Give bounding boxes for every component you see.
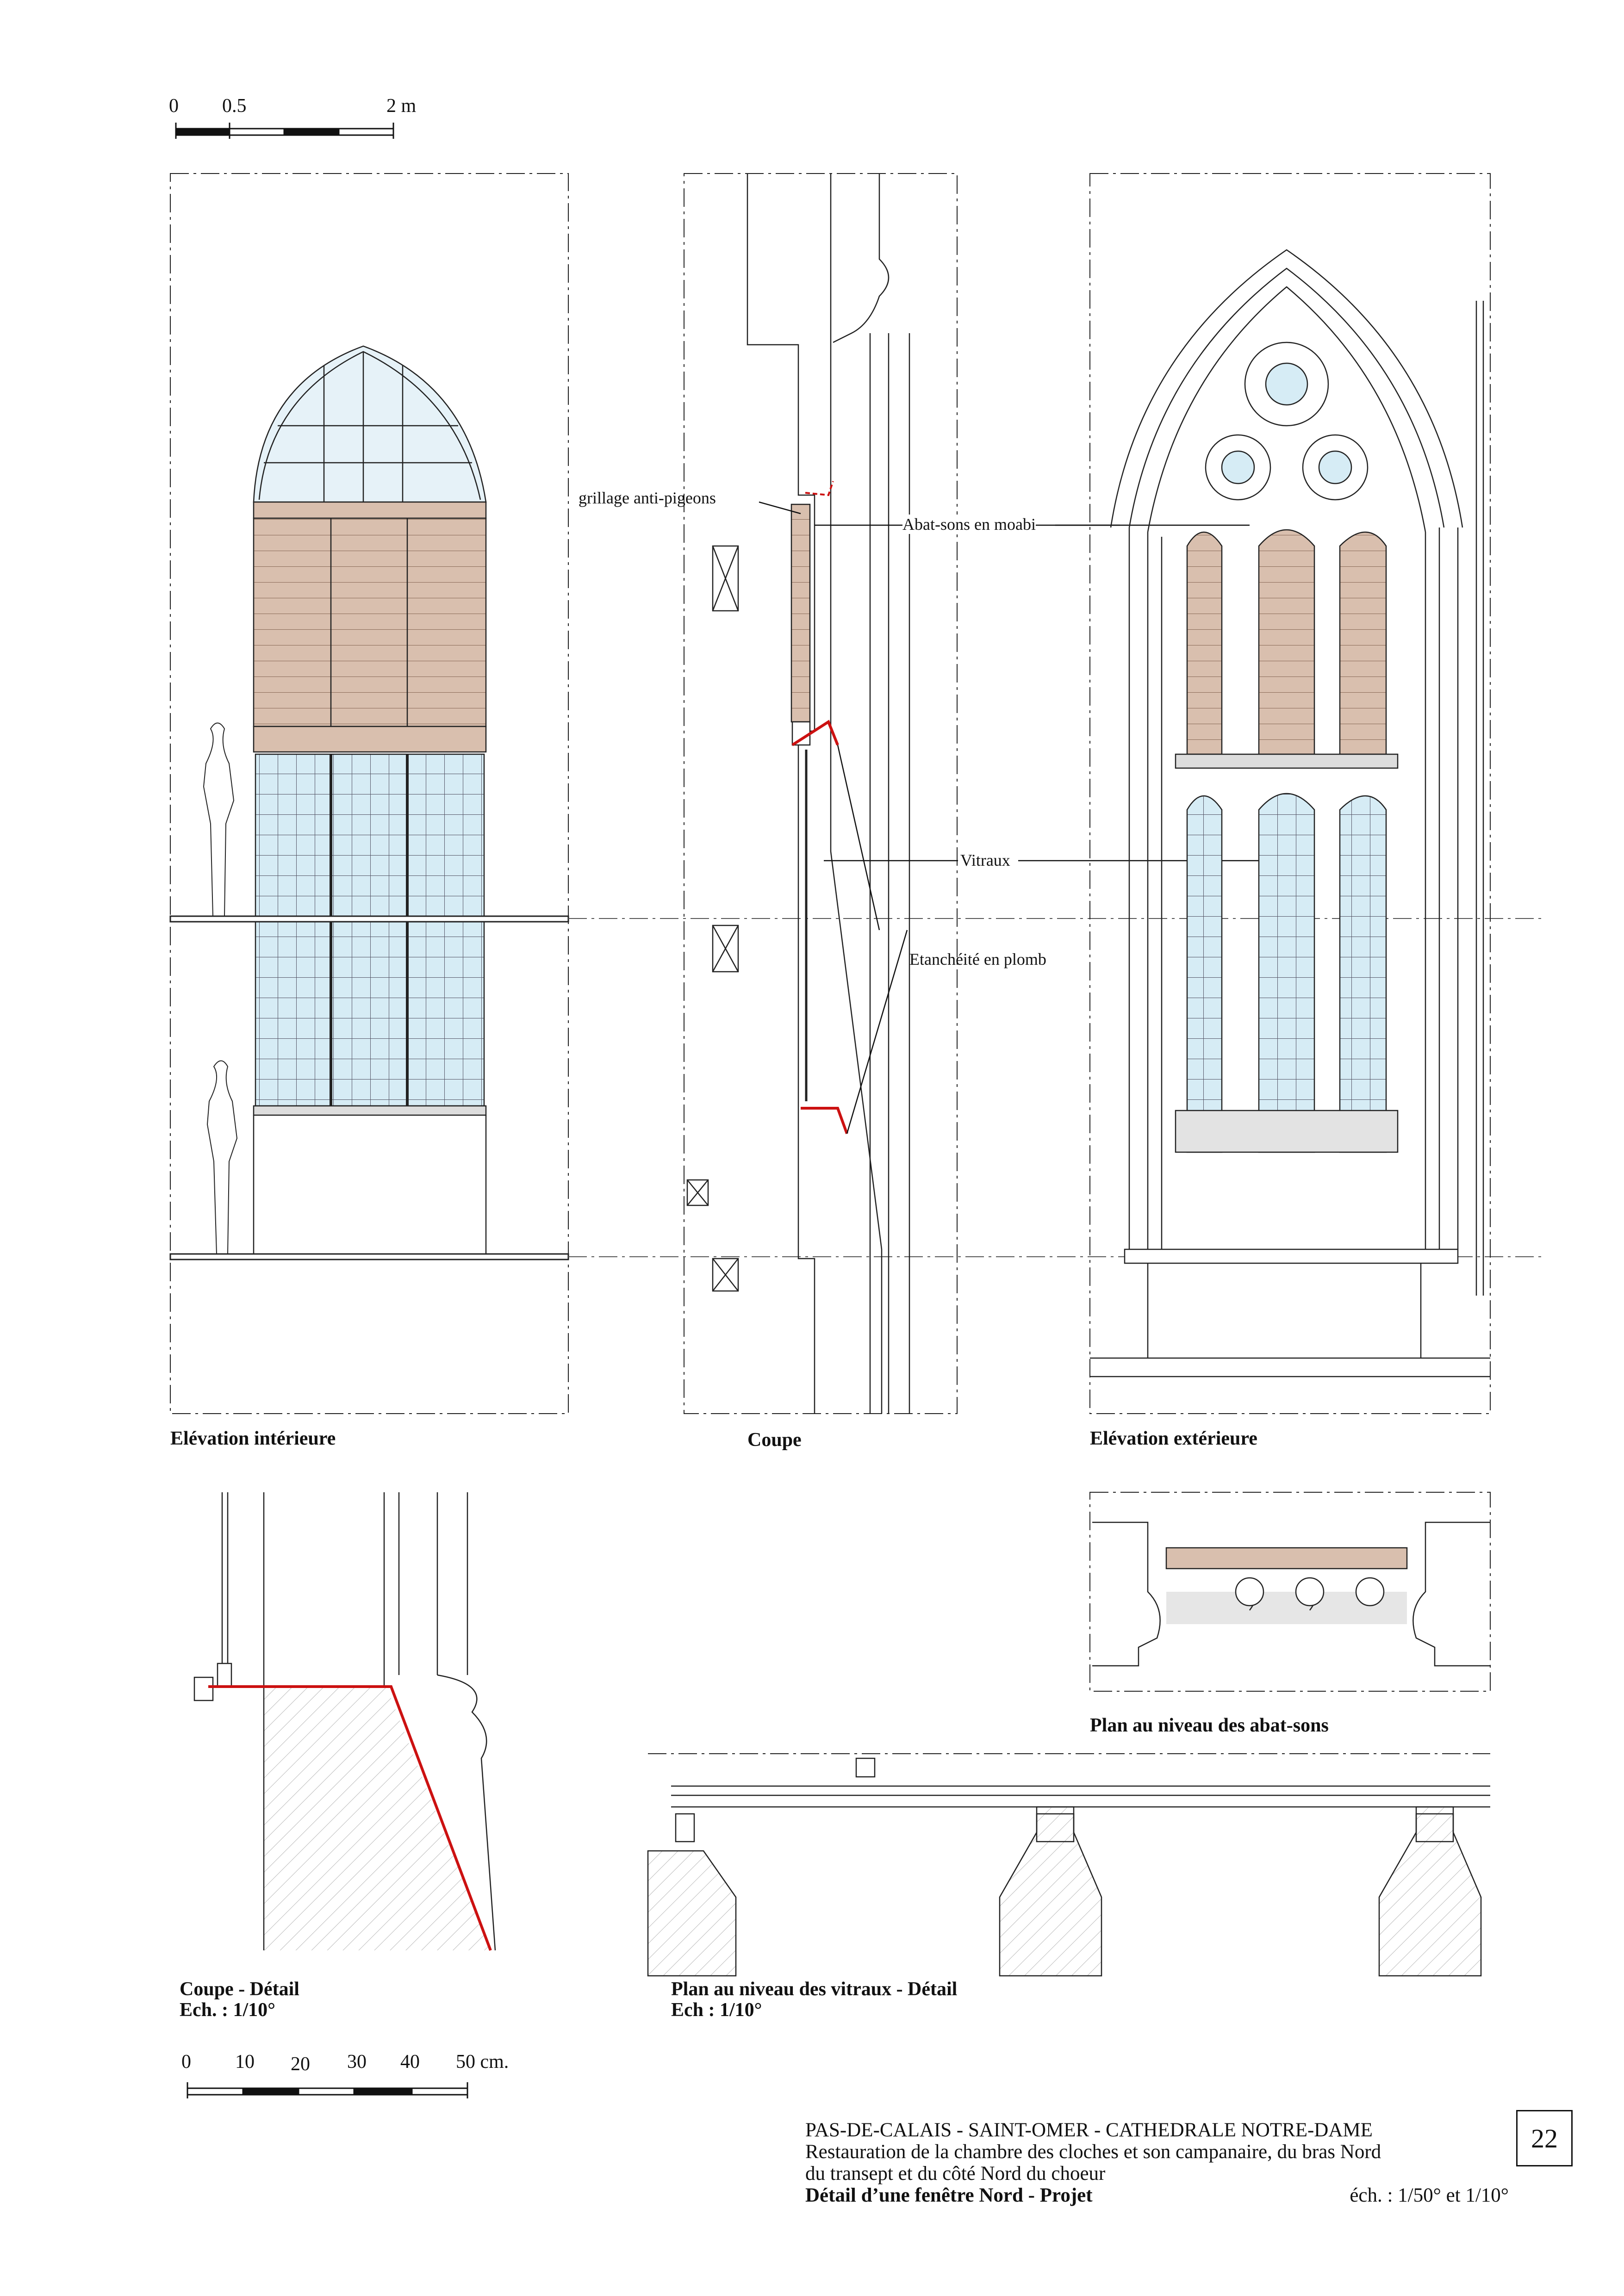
page-number: 22: [1516, 2110, 1573, 2166]
scale-bottom-20: 20: [291, 2054, 310, 2075]
interior-elevation: [169, 173, 569, 1414]
annotation-vitraux: Vitraux: [960, 850, 1010, 870]
exterior-elevation-title: Elévation extérieure: [1090, 1428, 1257, 1449]
title-block-project-2: du transept et du côté Nord du choeur: [805, 2163, 1106, 2184]
scale-bottom-50: 50 cm.: [456, 2051, 509, 2073]
title-block-scale: éch. : 1/50° et 1/10°: [1350, 2184, 1509, 2206]
plan-glass-detail: [647, 1753, 1490, 1977]
plan-louvres: [1089, 1492, 1491, 1692]
section-title: Coupe: [747, 1429, 802, 1451]
scale-top-0: 0: [169, 95, 179, 117]
section-detail-scale: Ech. : 1/10°: [180, 1999, 275, 2021]
scale-bar-top: [175, 123, 394, 139]
section-drawing: [684, 173, 958, 1414]
exterior-elevation: [1089, 173, 1491, 1414]
plan-glass-detail-title: Plan au niveau des vitraux - Détail: [671, 1979, 958, 2000]
interior-elevation-title: Elévation intérieure: [170, 1428, 336, 1449]
plan-glass-detail-scale: Ech : 1/10°: [671, 1999, 762, 2021]
scale-bottom-10: 10: [235, 2051, 255, 2073]
annotation-abat-sons: Abat-sons en moabi: [902, 515, 1036, 534]
title-block-project-1: Restauration de la chambre des cloches e…: [805, 2141, 1381, 2163]
annotation-grillage: grillage anti-pigeons: [579, 489, 716, 507]
scale-bottom-40: 40: [400, 2051, 420, 2073]
scale-bottom-30: 30: [347, 2051, 367, 2073]
scale-top-05: 0.5: [222, 95, 247, 117]
plan-louvres-title: Plan au niveau des abat-sons: [1090, 1715, 1329, 1736]
section-detail: [193, 1492, 496, 1951]
scale-top-2m: 2 m: [386, 95, 417, 117]
scale-bottom-0: 0: [181, 2051, 191, 2073]
scale-bar-bottom: [187, 2082, 468, 2098]
section-detail-title: Coupe - Détail: [180, 1979, 299, 2000]
title-block: PAS-DE-CALAIS - SAINT-OMER - CATHEDRALE …: [805, 2119, 1509, 2206]
title-block-sheet-title: Détail d’une fenêtre Nord - Projet: [805, 2184, 1093, 2206]
title-block-location: PAS-DE-CALAIS - SAINT-OMER - CATHEDRALE …: [805, 2119, 1373, 2141]
annotation-etancheite: Etanchéité en plomb: [909, 950, 1046, 968]
